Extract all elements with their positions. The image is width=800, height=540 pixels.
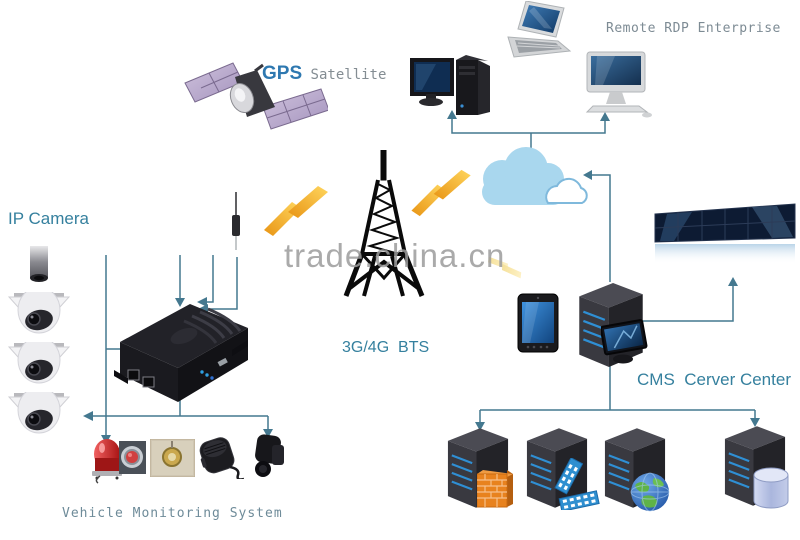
bullet-camera-icon <box>26 246 52 284</box>
firewall-icon <box>477 468 513 508</box>
remote-rdp-label: Remote RDP Enterprise <box>606 21 781 36</box>
lightning-bolt-icon <box>406 168 478 218</box>
handheld-microphone-icon <box>194 433 250 479</box>
watermark-text: trade.china.cn <box>284 237 506 274</box>
database-cylinder-icon <box>751 466 791 510</box>
film-strip-icon <box>552 458 600 510</box>
bts-label: 3G/4G BTS <box>342 339 430 356</box>
panic-button-icon <box>150 439 195 477</box>
desktop-pc-icon <box>410 50 498 120</box>
gps-satellite-label: GPS Satellite <box>262 63 387 85</box>
vehicle-monitoring-system-label: Vehicle Monitoring System <box>62 506 283 521</box>
cell-tower-icon <box>338 150 430 302</box>
server-monitor-icon <box>601 319 649 365</box>
emergency-button-icon <box>119 441 146 474</box>
gps-label-bold: GPS <box>262 63 303 84</box>
dome-camera-icon <box>8 392 70 442</box>
alarm-beacon-icon <box>88 434 126 484</box>
cloud-icon <box>468 143 588 213</box>
gps-satellite-icon <box>183 55 328 140</box>
globe-icon <box>630 472 670 512</box>
imac-icon <box>585 50 653 118</box>
gsm-antenna-icon <box>227 190 245 252</box>
dome-camera-icon <box>8 342 70 392</box>
accessory-device-icon <box>250 429 288 479</box>
mobile-dvr-icon <box>112 298 252 406</box>
ip-camera-label: IP Camera <box>8 209 89 228</box>
gps-label-rest: Satellite <box>302 67 387 83</box>
video-wall-icon <box>652 202 798 266</box>
lightning-bolt-icon <box>264 184 330 238</box>
dome-camera-icon <box>8 292 70 342</box>
cms-server-center-label: CMS Cerver Center <box>637 370 791 389</box>
lightning-bolt-icon <box>485 247 525 290</box>
tablet-icon <box>517 293 559 353</box>
laptop-icon <box>500 1 576 59</box>
